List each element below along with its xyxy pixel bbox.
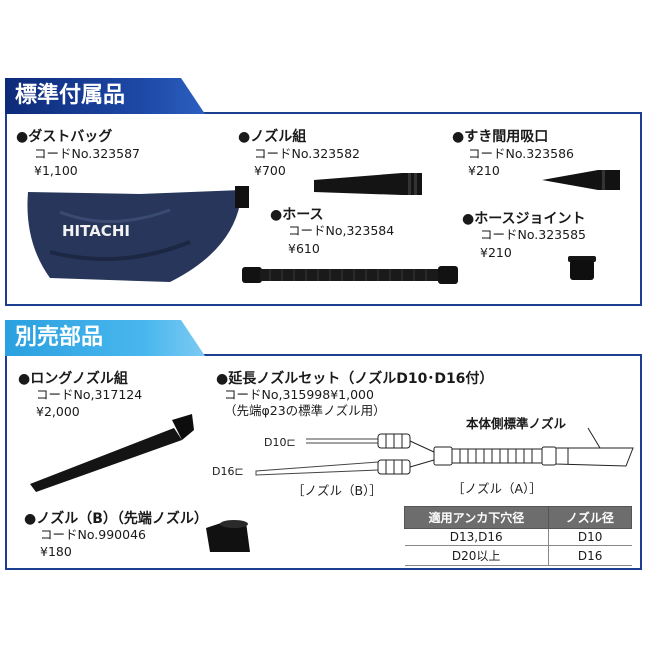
ext-set-name: ●延長ノズルセット（ノズルD10･D16付）	[216, 371, 494, 387]
table-cell: D16	[547, 545, 632, 566]
hose-joint-image	[568, 256, 596, 280]
table-header-anchor: 適用アンカ下穴径	[404, 506, 549, 529]
ext-set-code: コードNo,315998¥1,000	[224, 387, 374, 402]
label-main-nozzle: 本体側標準ノズル	[466, 416, 567, 431]
extension-nozzle-diagram	[255, 427, 634, 476]
nozzle-set-code: コードNo.323582	[254, 146, 360, 161]
dustbag-name: ●ダストバッグ	[16, 129, 113, 145]
dustbag-price: ¥1,100	[34, 163, 78, 178]
label-nozzle-a: ［ノズル（A）］	[452, 481, 542, 496]
ext-set-note: （先端φ23の標準ノズル用）	[224, 403, 386, 418]
tip-nozzle-name: ●ノズル（B）（先端ノズル）	[24, 511, 208, 527]
gap-nozzle-code: コードNo.323586	[468, 146, 574, 161]
table-header-nozzle: ノズル径	[547, 506, 633, 529]
section2-title: 別売部品	[15, 325, 104, 350]
tip-nozzle-image	[206, 520, 250, 552]
table-cell: D10	[547, 528, 632, 546]
long-nozzle-code: コードNo,317124	[36, 387, 143, 402]
hose-price: ¥610	[288, 241, 320, 256]
hose-joint-name: ●ホースジョイント	[462, 211, 586, 227]
dustbag-image: HITACHI	[27, 186, 249, 282]
optional-parts-header: 別売部品	[5, 320, 205, 356]
section1-title: 標準付属品	[15, 83, 126, 108]
nozzle-set-image	[314, 173, 422, 195]
nozzle-spec-table: 適用アンカ下穴径 ノズル径 D13,D16 D10 D20以上 D16	[404, 506, 633, 566]
hose-joint-price: ¥210	[480, 245, 512, 260]
gap-nozzle-name: ●すき間用吸口	[452, 129, 549, 145]
hose-image	[242, 266, 458, 284]
hitachi-logo: HITACHI	[62, 222, 130, 240]
table-row: D20以上 D16	[404, 545, 632, 566]
long-nozzle-image	[30, 414, 194, 492]
table-row: D13,D16 D10	[404, 528, 632, 546]
gap-nozzle-image	[542, 170, 620, 190]
dustbag-code: コードNo.323587	[34, 146, 140, 161]
long-nozzle-price: ¥2,000	[36, 404, 80, 419]
standard-accessories-header: 標準付属品	[5, 78, 205, 114]
label-d10: D10⊏	[264, 436, 296, 449]
tip-nozzle-price: ¥180	[40, 544, 72, 559]
label-nozzle-b: ［ノズル（B）］	[292, 483, 382, 498]
hose-code: コードNo,323584	[288, 223, 395, 238]
label-d16: D16⊏	[212, 465, 244, 478]
gap-nozzle-price: ¥210	[468, 163, 500, 178]
long-nozzle-name: ●ロングノズル組	[18, 371, 128, 387]
hose-name: ●ホース	[270, 207, 324, 223]
nozzle-set-price: ¥700	[254, 163, 286, 178]
nozzle-set-name: ●ノズル組	[238, 129, 307, 145]
tip-nozzle-code: コードNo.990046	[40, 527, 146, 542]
table-cell: D13,D16	[404, 528, 549, 546]
hose-joint-code: コードNo.323585	[480, 227, 586, 242]
table-cell: D20以上	[404, 545, 549, 566]
